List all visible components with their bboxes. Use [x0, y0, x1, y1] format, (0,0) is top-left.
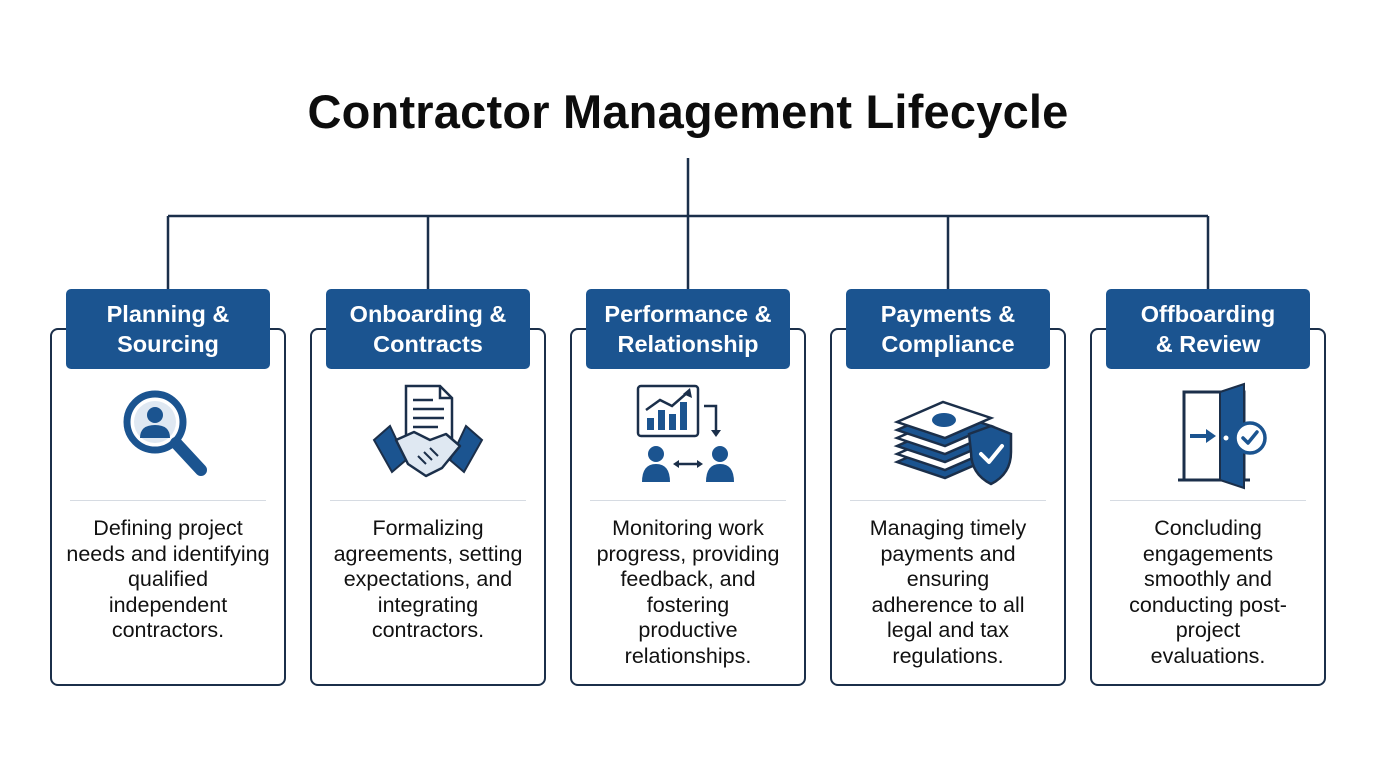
stage-description-performance: Monitoring work progress, providing feed… — [596, 516, 780, 668]
stage-divider — [850, 500, 1046, 501]
contract-handshake-icon — [310, 380, 546, 492]
magnifier-person-icon — [50, 380, 286, 492]
stage-divider — [1110, 500, 1306, 501]
chart-people-icon — [570, 380, 806, 492]
diagram-title: Contractor Management Lifecycle — [307, 85, 1069, 138]
stage-divider — [590, 500, 786, 501]
stage-card-payments — [830, 328, 1066, 686]
stage-header-payments: Payments & Compliance — [846, 289, 1050, 369]
stage-divider — [70, 500, 266, 501]
stage-header-performance: Performance & Relationship — [586, 289, 790, 369]
stage-header-planning: Planning & Sourcing — [66, 289, 270, 369]
stage-description-planning: Defining project needs and identifying q… — [66, 516, 270, 642]
stage-header-offboarding: Offboarding & Review — [1106, 289, 1310, 369]
stage-card-offboarding — [1090, 328, 1326, 686]
exit-door-check-icon — [1090, 380, 1326, 492]
stage-card-planning — [50, 328, 286, 686]
stage-header-onboarding: Onboarding & Contracts — [326, 289, 530, 369]
stage-description-offboarding: Concluding engagements smoothly and cond… — [1129, 516, 1287, 668]
money-shield-icon — [830, 380, 1066, 492]
stage-description-payments: Managing timely payments and ensuring ad… — [869, 516, 1027, 668]
stage-divider — [330, 500, 526, 501]
stage-description-onboarding: Formalizing agreements, setting expectat… — [333, 516, 523, 642]
